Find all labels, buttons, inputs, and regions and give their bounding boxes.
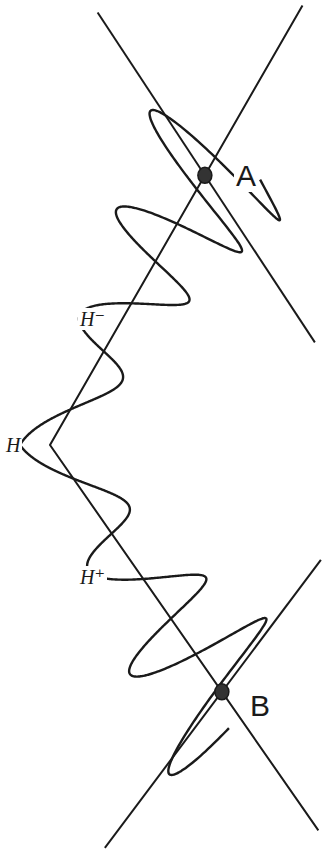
crossing-line xyxy=(98,13,315,343)
region-label: H⁺ xyxy=(78,566,107,588)
point-label: B xyxy=(248,690,272,722)
point-label: A xyxy=(234,160,258,192)
point-dot xyxy=(215,684,229,700)
point-dot xyxy=(198,167,212,183)
region-label: H xyxy=(4,434,22,456)
crossing-line xyxy=(105,560,321,848)
region-label: H⁻ xyxy=(78,308,107,330)
wave-curve xyxy=(20,110,280,775)
